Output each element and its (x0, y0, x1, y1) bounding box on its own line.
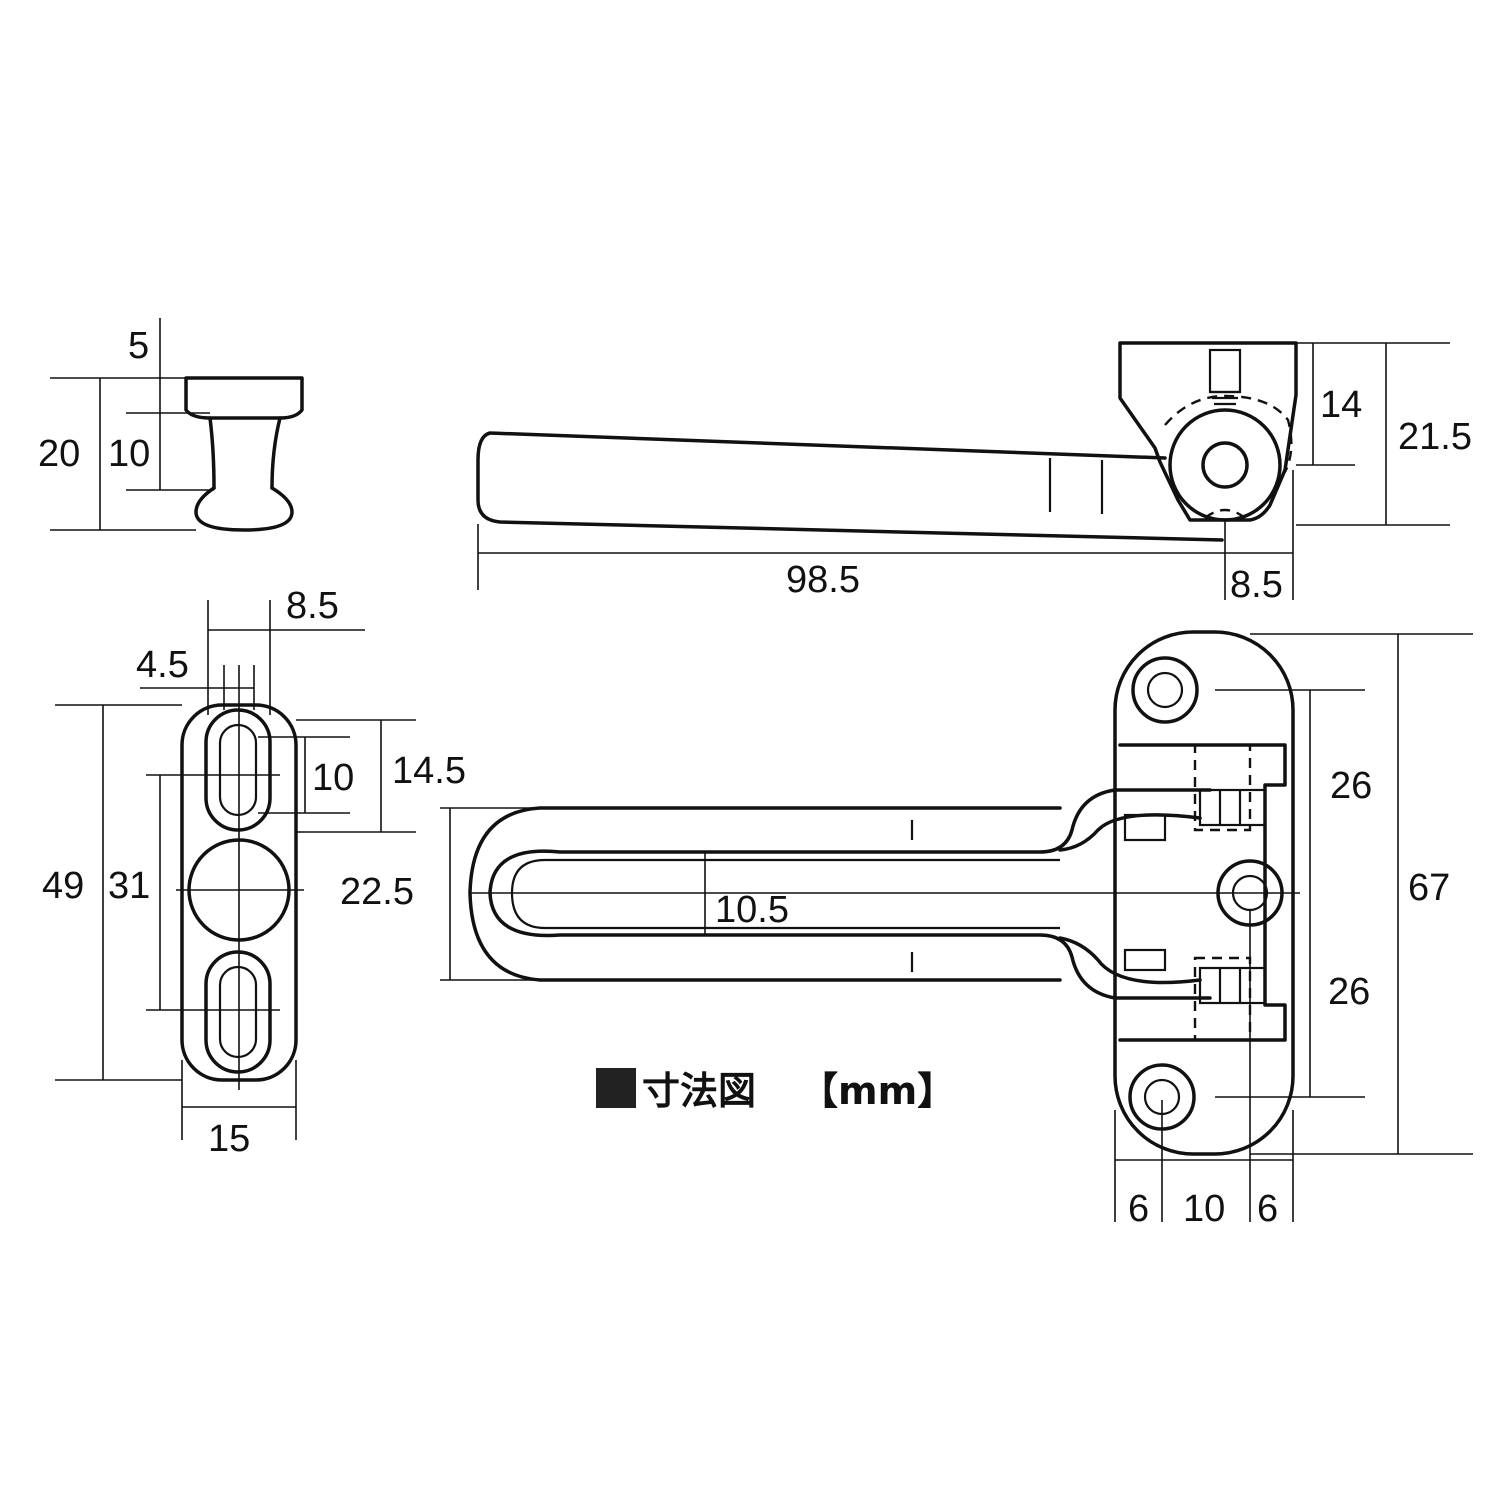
lower-slot-inner (218, 965, 258, 1059)
dim-slot-spacing: 31 (108, 865, 150, 907)
legend-square (596, 1068, 636, 1108)
upper-slot-inner (218, 723, 258, 817)
legend-title: 寸法図 (642, 1069, 756, 1113)
top-screw-inner (1146, 671, 1184, 709)
dim-arm-length: 98.5 (786, 559, 860, 601)
dim-slot-pitch: 14.5 (392, 750, 466, 792)
mount-block (1118, 743, 1287, 1042)
screw-head (1208, 348, 1242, 394)
dim-right-margin: 6 (1257, 1188, 1278, 1230)
bar-view: 22.5 10.5 26 26 67 6 10 6 (340, 630, 1473, 1230)
keeper-view: 8.5 4.5 49 31 10 14.5 15 (42, 585, 466, 1160)
knob-view: 5 20 10 (38, 318, 304, 532)
arm-profile (476, 431, 1224, 542)
dim-pivot-offset: 8.5 (1230, 564, 1283, 606)
guard-bar-inner (1058, 936, 1202, 985)
dim-bar-width: 22.5 (340, 871, 414, 913)
upper-slot-outer (204, 708, 272, 832)
guard-bar-main (1058, 813, 1202, 852)
dim-hole-spacing: 10 (1183, 1188, 1225, 1230)
knob-base (194, 486, 294, 532)
legend-unit: 【mm】 (800, 1069, 955, 1113)
side-bracket (1118, 341, 1298, 522)
dim-lower-spacing: 26 (1328, 971, 1370, 1013)
dim-upper-spacing: 26 (1330, 765, 1372, 807)
dim-keeper-width: 15 (208, 1118, 250, 1160)
dim-hole-offset: 8.5 (286, 585, 339, 627)
side-view: 98.5 8.5 21.5 14 (476, 341, 1472, 606)
dim-plate-height: 67 (1408, 867, 1450, 909)
dim-left-margin: 6 (1128, 1188, 1149, 1230)
dim-side-height: 21.5 (1398, 416, 1472, 458)
dim-keeper-height: 49 (42, 865, 84, 907)
knob-cap (184, 376, 304, 420)
knob-neck-left (208, 416, 216, 490)
knob-neck-right (270, 416, 282, 490)
dim-knob-neck: 10 (108, 433, 150, 475)
dim-pivot-height: 14 (1320, 384, 1362, 426)
dim-slot-width: 4.5 (136, 644, 189, 686)
dim-slot-length: 10 (312, 757, 354, 799)
top-screw-outer (1131, 656, 1199, 724)
pivot-outer (1168, 408, 1282, 522)
dim-inner-gap: 10.5 (715, 889, 789, 931)
legend: 寸法図 【mm】 (596, 1068, 955, 1113)
dim-knob-top: 5 (128, 325, 149, 367)
dim-knob-height: 20 (38, 433, 80, 475)
pivot-hole (1201, 441, 1249, 489)
lower-slot-outer (204, 950, 272, 1074)
